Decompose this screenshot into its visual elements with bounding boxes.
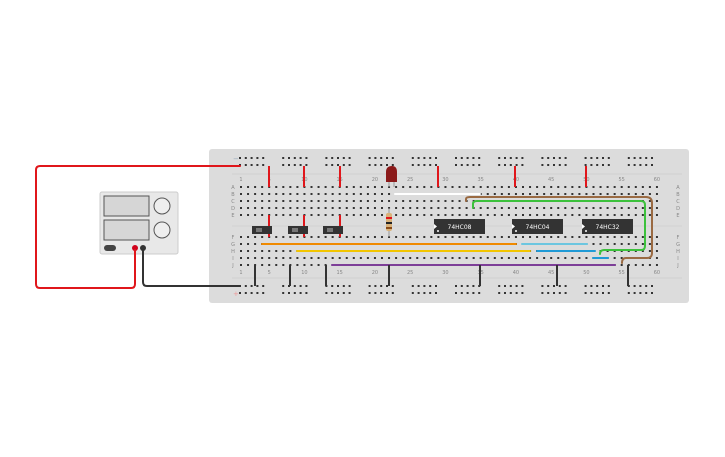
row-label: F: [232, 235, 235, 241]
chip-74hc32[interactable]: 74HC32: [582, 219, 633, 234]
red-power-wire[interactable]: [35, 165, 241, 289]
row-label: E: [231, 213, 234, 219]
resistor[interactable]: [386, 208, 392, 237]
column-label: 60: [654, 177, 660, 183]
row-label: J: [231, 263, 233, 269]
column-label: 55: [619, 270, 625, 276]
column-label: 15: [337, 270, 343, 276]
voltage-display: [103, 195, 150, 217]
breadboard-labels: AABBCCDDEEFFGGHHIIJJ11551010151520202525…: [231, 177, 680, 276]
row-label: D: [231, 206, 235, 212]
rail-plus-label: +: [233, 290, 239, 298]
row-label: C: [231, 199, 235, 205]
column-label: 5: [268, 270, 271, 276]
column-label: 25: [407, 177, 413, 183]
column-label: 20: [372, 177, 378, 183]
column-label: 10: [301, 270, 307, 276]
row-label: F: [677, 235, 680, 241]
column-label: 40: [513, 270, 519, 276]
slide-switch-1[interactable]: [252, 226, 272, 234]
column-label: 50: [583, 270, 589, 276]
row-label: E: [676, 213, 679, 219]
row-label: B: [676, 192, 680, 198]
chip-74hc04[interactable]: 74HC04: [512, 219, 563, 234]
row-label: A: [676, 185, 680, 191]
column-label: 25: [407, 270, 413, 276]
row-label: I: [232, 256, 233, 262]
chip-label: 74HC04: [526, 224, 550, 231]
column-label: 60: [654, 270, 660, 276]
column-label: 20: [372, 270, 378, 276]
current-display: [103, 219, 150, 241]
green-wire[interactable]: [472, 200, 646, 255]
slide-switch-2[interactable]: [288, 226, 308, 234]
column-label: 35: [478, 177, 484, 183]
column-label: 30: [442, 270, 448, 276]
row-label: H: [676, 249, 680, 255]
column-label: 1: [239, 177, 242, 183]
row-label: G: [676, 242, 680, 248]
row-label: A: [231, 185, 235, 191]
row-label: I: [677, 256, 678, 262]
black-ground-wire[interactable]: [142, 249, 241, 287]
negative-terminal[interactable]: [140, 245, 146, 251]
chip-74hc08[interactable]: 74HC08: [434, 219, 485, 234]
row-label: G: [231, 242, 235, 248]
positive-terminal[interactable]: [132, 245, 138, 251]
row-label: J: [676, 263, 678, 269]
row-label: C: [676, 199, 680, 205]
brown-wire[interactable]: [465, 196, 653, 264]
rail-minus-label: −: [233, 155, 239, 163]
column-label: 1: [239, 270, 242, 276]
current-knob[interactable]: [153, 221, 171, 239]
column-label: 30: [442, 177, 448, 183]
column-label: 45: [548, 270, 554, 276]
chip-label: 74HC32: [596, 224, 620, 231]
row-label: D: [676, 206, 680, 212]
chip-label: 74HC08: [448, 224, 472, 231]
power-switch[interactable]: [104, 245, 116, 251]
power-supply[interactable]: [99, 191, 179, 255]
column-label: 55: [619, 177, 625, 183]
row-label: H: [231, 249, 235, 255]
row-label: B: [231, 192, 235, 198]
slide-switch-3[interactable]: [323, 226, 343, 234]
red-led[interactable]: [386, 166, 397, 187]
column-label: 45: [548, 177, 554, 183]
voltage-knob[interactable]: [153, 197, 171, 215]
